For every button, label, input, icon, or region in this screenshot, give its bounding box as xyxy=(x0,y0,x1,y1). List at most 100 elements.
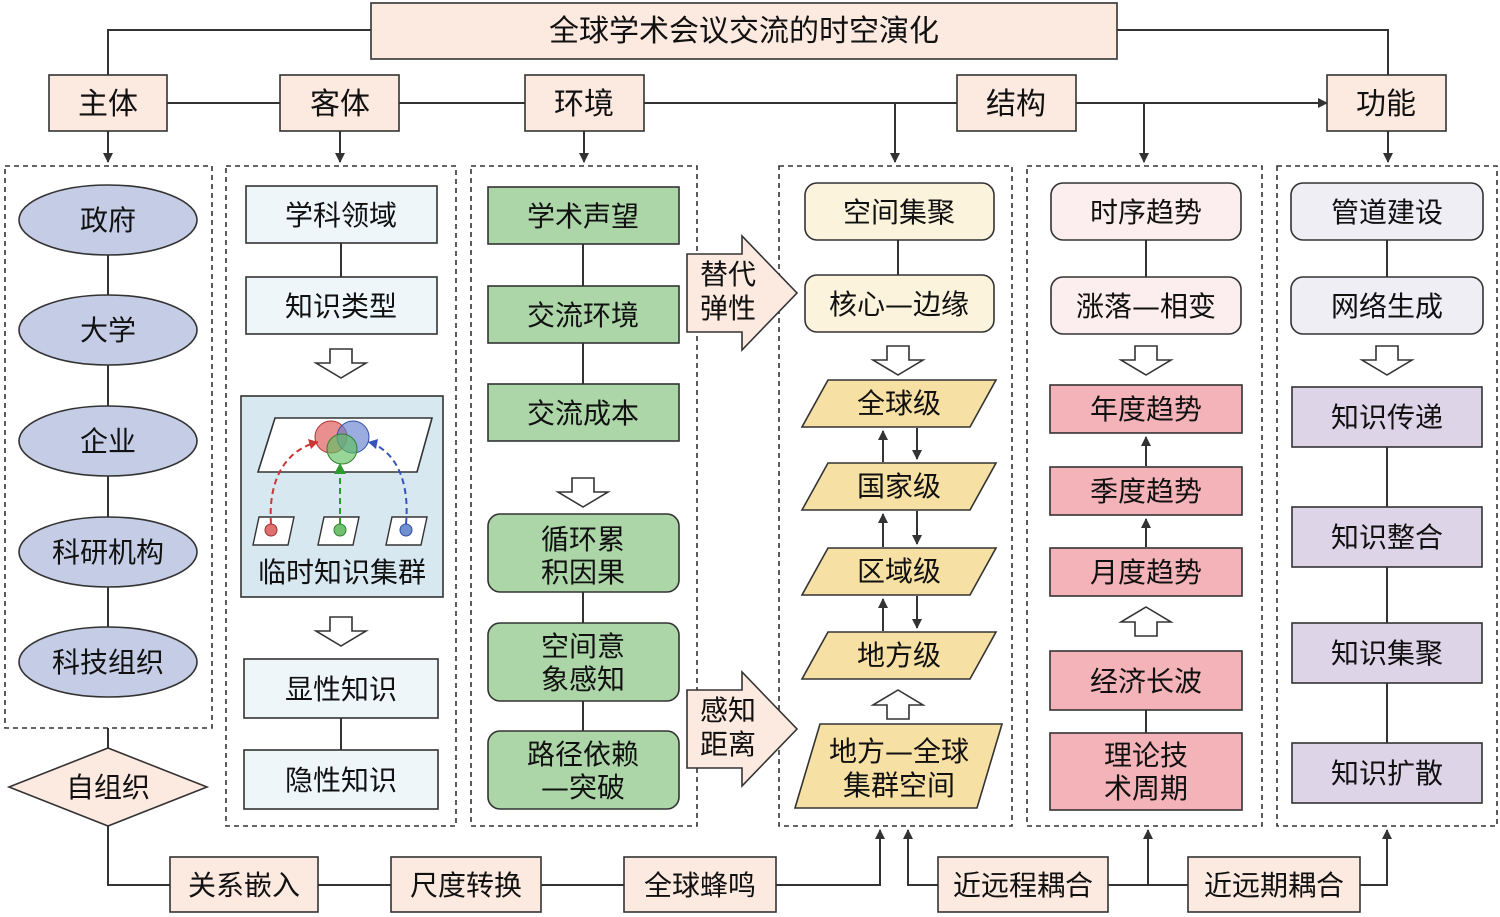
title-left-line xyxy=(107,29,371,75)
time-sequence-box xyxy=(1050,182,1242,241)
trend-annual-box xyxy=(1049,384,1243,434)
header-environment: 环境 xyxy=(554,87,614,122)
environment-column xyxy=(470,165,698,827)
env-cumulative-causation-line2: 积因果 xyxy=(541,556,625,589)
object-knowledge-type-box xyxy=(245,276,438,335)
self-organization-label: 自组织 xyxy=(66,771,150,804)
object-down-arrow-2 xyxy=(313,616,369,647)
tech-cycle-line1: 理论技 xyxy=(1104,739,1188,772)
arrow-perceived-distance xyxy=(686,670,799,788)
arrow-substitution-elasticity-line2: 弹性 xyxy=(700,292,756,325)
object-column xyxy=(225,165,457,827)
env-spatial-perception-box xyxy=(487,622,680,702)
bottom-arrow-to-function xyxy=(1360,829,1392,886)
func-diffusion-label: 知识扩散 xyxy=(1331,757,1443,790)
cluster-flow-blue xyxy=(367,441,408,525)
env-reputation-label: 学术声望 xyxy=(527,200,639,233)
trend-monthly-label: 月度趋势 xyxy=(1090,556,1202,589)
time-column xyxy=(1026,165,1263,827)
env-cumulative-causation-line1: 循环累 xyxy=(541,523,625,556)
title-right-line xyxy=(1117,29,1389,75)
bottom-arrow-to-structure-1 xyxy=(776,829,885,886)
arrow-substitution-elasticity xyxy=(686,234,799,352)
level-local-label: 地方级 xyxy=(857,639,941,672)
func-integration-label: 知识整合 xyxy=(1331,521,1443,554)
subject-university xyxy=(18,294,198,366)
object-tacit-box xyxy=(243,749,439,810)
object-explicit-label: 显性知识 xyxy=(285,673,397,706)
header-subject-box xyxy=(48,74,168,132)
bottom-relation-embedding-label: 关系嵌入 xyxy=(188,869,300,902)
env-reputation-box xyxy=(487,186,680,245)
bottom-global-buzz-label: 全球蜂鸣 xyxy=(644,869,756,902)
subject-tech-organization-label: 科技组织 xyxy=(52,646,164,679)
func-diffusion-box xyxy=(1291,742,1483,804)
structure-column xyxy=(778,165,1013,827)
trend-annual-label: 年度趋势 xyxy=(1090,393,1202,426)
self-org-bottom-line xyxy=(107,826,170,886)
subject-column xyxy=(4,165,213,729)
subject-university-label: 大学 xyxy=(80,314,136,347)
subject-research-institute xyxy=(18,516,198,588)
trend-quarterly-label: 季度趋势 xyxy=(1090,475,1202,508)
cluster-flow-blue-head xyxy=(368,439,378,449)
env-exchange-environment-box xyxy=(487,285,680,344)
env-cumulative-causation-box xyxy=(487,513,680,593)
struct-spatial-agglomeration-box xyxy=(804,182,995,241)
subject-government-label: 政府 xyxy=(80,204,136,237)
local-global-cluster-line2: 集群空间 xyxy=(843,769,955,802)
subject-government xyxy=(18,184,198,256)
time-down-arrow xyxy=(1118,345,1174,376)
header-subject: 主体 xyxy=(78,87,138,122)
struct-core-periphery-label: 核心—边缘 xyxy=(829,288,969,321)
struct-down-arrow xyxy=(870,345,926,376)
env-spatial-perception-line1: 空间意 xyxy=(541,630,625,663)
cluster-node-blue xyxy=(399,523,413,537)
cluster-node-red xyxy=(264,523,278,537)
level-global-box xyxy=(800,379,998,428)
bottom-global-buzz-box xyxy=(623,856,777,913)
bottom-near-far-term-label: 近远期耦合 xyxy=(1204,869,1344,902)
cluster-flow-green-head xyxy=(334,463,346,474)
economic-long-wave-label: 经济长波 xyxy=(1090,665,1202,698)
time-fluctuation-box xyxy=(1050,276,1242,335)
header-function: 功能 xyxy=(1356,87,1416,122)
env-path-dependence-box xyxy=(487,730,680,810)
time-sequence-label: 时序趋势 xyxy=(1090,196,1202,229)
cluster-circle-green xyxy=(326,433,358,465)
bottom-near-far-distance-box xyxy=(937,856,1109,913)
local-global-cluster-box xyxy=(793,723,1004,809)
cluster-flow-red-head xyxy=(308,439,318,449)
header-object-box xyxy=(279,74,400,132)
bottom-arrow-to-structure-2 xyxy=(903,829,938,886)
level-global-label: 全球级 xyxy=(857,387,941,420)
level-national-label: 国家级 xyxy=(857,470,941,503)
trend-monthly-box xyxy=(1049,547,1243,597)
func-network-box xyxy=(1290,276,1484,335)
func-pipeline-box xyxy=(1290,182,1484,241)
level-regional-label: 区域级 xyxy=(857,555,941,588)
header-object: 客体 xyxy=(310,87,370,122)
cluster-label: 临时知识集群 xyxy=(258,556,426,589)
struct-spatial-agglomeration-label: 空间集聚 xyxy=(843,196,955,229)
env-path-dependence-line1: 路径依赖 xyxy=(527,738,639,771)
func-network-label: 网络生成 xyxy=(1331,290,1443,323)
func-agglomeration-label: 知识集聚 xyxy=(1331,637,1443,670)
env-path-dependence-line2: —突破 xyxy=(541,771,625,804)
bottom-relation-embedding-box xyxy=(169,856,319,913)
func-pipeline-label: 管道建设 xyxy=(1331,196,1443,229)
subject-enterprise xyxy=(18,405,198,477)
time-up-arrow xyxy=(1118,606,1174,637)
object-tacit-label: 隐性知识 xyxy=(285,764,397,797)
object-explicit-box xyxy=(243,658,439,719)
bottom-near-far-distance-label: 近远程耦合 xyxy=(953,869,1093,902)
arrow-perceived-distance-line2: 距离 xyxy=(700,728,756,761)
header-function-box xyxy=(1326,74,1447,132)
env-spatial-perception-line2: 象感知 xyxy=(541,663,625,696)
cluster-node-green xyxy=(333,523,347,537)
struct-up-arrow xyxy=(870,689,926,720)
function-column xyxy=(1276,165,1498,827)
tech-cycle-line2: 术周期 xyxy=(1104,772,1188,805)
